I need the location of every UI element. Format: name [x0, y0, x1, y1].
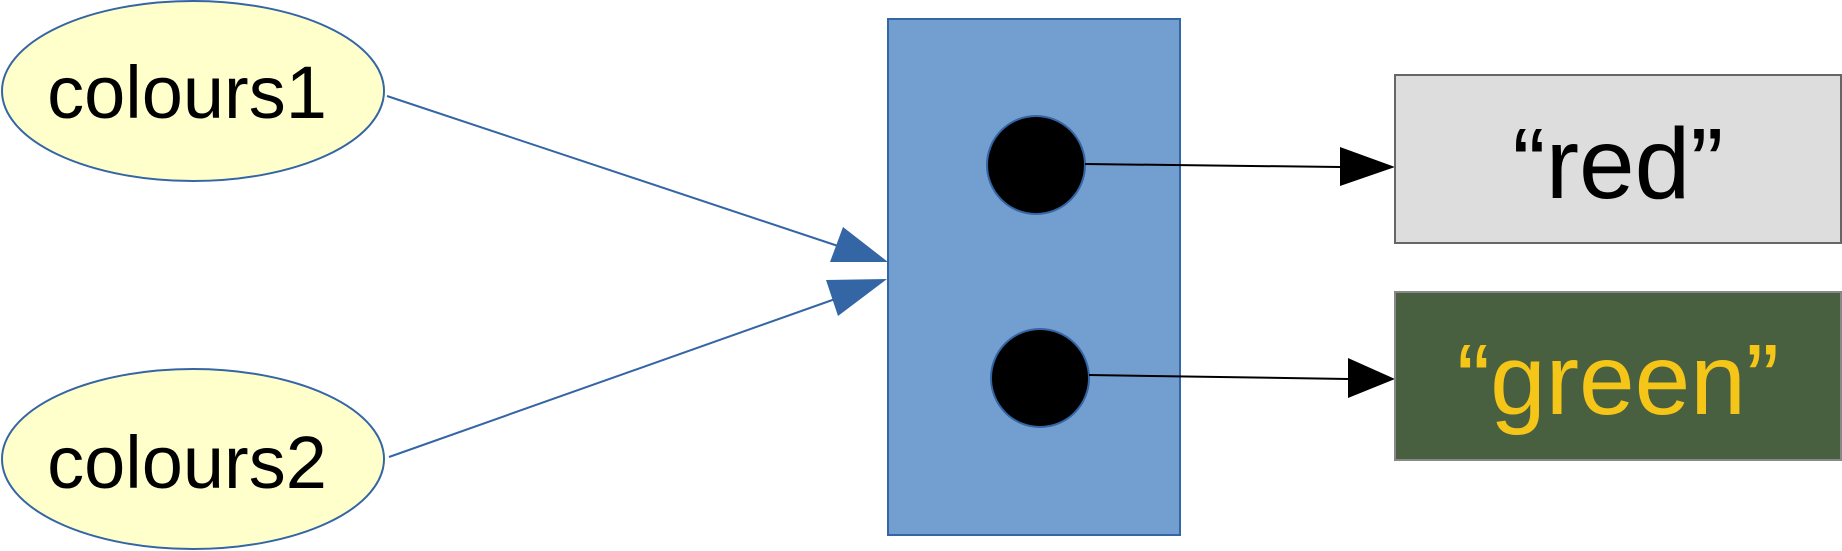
value-green-box	[1394, 291, 1842, 461]
value-red: “red”	[1394, 74, 1842, 244]
variable-colours2: colours2	[1, 368, 385, 550]
variable-colours2-label: colours2	[47, 421, 327, 504]
value-red-box	[1394, 74, 1842, 244]
variable-colours1-ellipse	[1, 0, 385, 182]
arrowhead	[1348, 358, 1395, 398]
list-slot-1	[990, 328, 1090, 428]
variable-colours1-label: colours1	[47, 51, 327, 134]
list-object-box	[887, 18, 1181, 536]
variable-colours2-ellipse	[1, 368, 385, 550]
list-slot-0	[986, 115, 1086, 215]
arrowhead	[830, 227, 888, 262]
value-green-label: “green”	[1457, 324, 1779, 436]
value-red-label: “red”	[1512, 108, 1723, 220]
variable-colours1: colours1	[1, 0, 385, 182]
arrowhead	[826, 279, 887, 316]
arrowhead	[1340, 147, 1395, 186]
element-arrow-1	[1088, 358, 1395, 398]
element-arrow-0	[1084, 147, 1395, 186]
reference-arrow-colours2	[388, 279, 887, 458]
reference-arrow-colours1	[386, 95, 888, 262]
value-green: “green”	[1394, 291, 1842, 461]
list-object	[887, 18, 1181, 536]
